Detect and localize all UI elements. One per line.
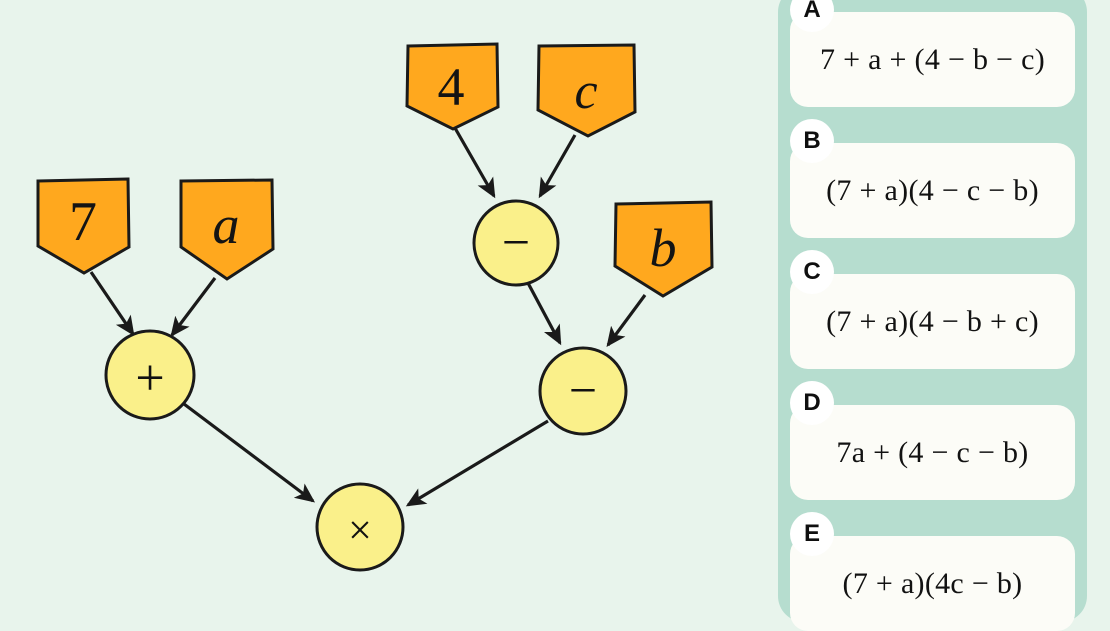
leaf-label-4: 4 bbox=[438, 57, 465, 117]
answer-option-c[interactable]: (7 + a)(4 − b + c) bbox=[790, 274, 1075, 369]
leaf-node-b[interactable] bbox=[613, 200, 714, 298]
leaf-node-7[interactable] bbox=[36, 177, 131, 275]
answer-badge-label-b: B bbox=[803, 127, 821, 154]
leaf-node-c[interactable] bbox=[536, 43, 637, 138]
edge-4-to-minus-upper bbox=[453, 127, 496, 199]
operator-label-plus: + bbox=[135, 350, 164, 407]
operator-node-minus-lower[interactable] bbox=[538, 346, 628, 436]
edge-7-to-plus bbox=[89, 271, 135, 337]
answer-option-d[interactable]: 7a + (4 − c − b) bbox=[790, 405, 1075, 500]
operator-node-minus-upper[interactable] bbox=[472, 199, 560, 287]
answer-expression-c: (7 + a)(4 − b + c) bbox=[826, 304, 1039, 338]
screenshot-root: 7 a 4 c b + − − × 7 + a + (4 − b − c) A bbox=[36, 0, 1087, 631]
answer-badge-c[interactable]: C bbox=[790, 250, 834, 294]
answer-expression-e: (7 + a)(4c − b) bbox=[842, 566, 1023, 600]
leaf-label-7: 7 bbox=[69, 191, 97, 253]
answer-options-panel: 7 + a + (4 − b − c) A (7 + a)(4 − c − b)… bbox=[778, 0, 1087, 631]
answer-badge-e[interactable]: E bbox=[790, 512, 834, 556]
operator-label-times: × bbox=[348, 508, 372, 554]
edge-minus-upper-to-minus-lower bbox=[526, 282, 562, 346]
answer-expression-a: 7 + a + (4 − b − c) bbox=[820, 42, 1045, 76]
answer-badge-label-e: E bbox=[803, 520, 820, 547]
operator-node-times[interactable] bbox=[315, 482, 405, 572]
edge-c-to-minus-upper bbox=[538, 134, 577, 199]
operator-label-minus-upper: − bbox=[502, 214, 530, 270]
leaf-node-4[interactable] bbox=[405, 42, 500, 131]
answer-option-e[interactable]: (7 + a)(4c − b) bbox=[790, 536, 1075, 631]
answer-expression-b: (7 + a)(4 − c − b) bbox=[826, 173, 1039, 207]
operator-node-plus[interactable] bbox=[104, 329, 196, 421]
edge-minus-lower-to-times bbox=[405, 419, 549, 507]
answer-option-b[interactable]: (7 + a)(4 − c − b) bbox=[790, 143, 1075, 238]
leaf-node-a[interactable] bbox=[179, 178, 275, 281]
edge-a-to-plus bbox=[170, 277, 217, 338]
leaf-label-c: c bbox=[574, 63, 597, 120]
answer-badge-label-c: C bbox=[803, 258, 821, 285]
answer-badge-b[interactable]: B bbox=[790, 119, 834, 163]
operator-label-minus-lower: − bbox=[569, 362, 597, 418]
leaf-label-b: b bbox=[650, 218, 677, 278]
answer-badge-d[interactable]: D bbox=[790, 381, 834, 425]
answer-badge-label-d: D bbox=[803, 389, 821, 416]
expression-tree-diagram: 7 a 4 c b + − − × bbox=[36, 42, 714, 572]
edge-plus-to-times bbox=[183, 402, 316, 503]
leaf-label-a: a bbox=[213, 195, 240, 255]
answer-expression-d: 7a + (4 − c − b) bbox=[836, 435, 1029, 469]
answer-option-a[interactable]: 7 + a + (4 − b − c) bbox=[790, 12, 1075, 107]
answer-badge-label-a: A bbox=[803, 0, 821, 23]
edge-b-to-minus-lower bbox=[606, 294, 647, 348]
